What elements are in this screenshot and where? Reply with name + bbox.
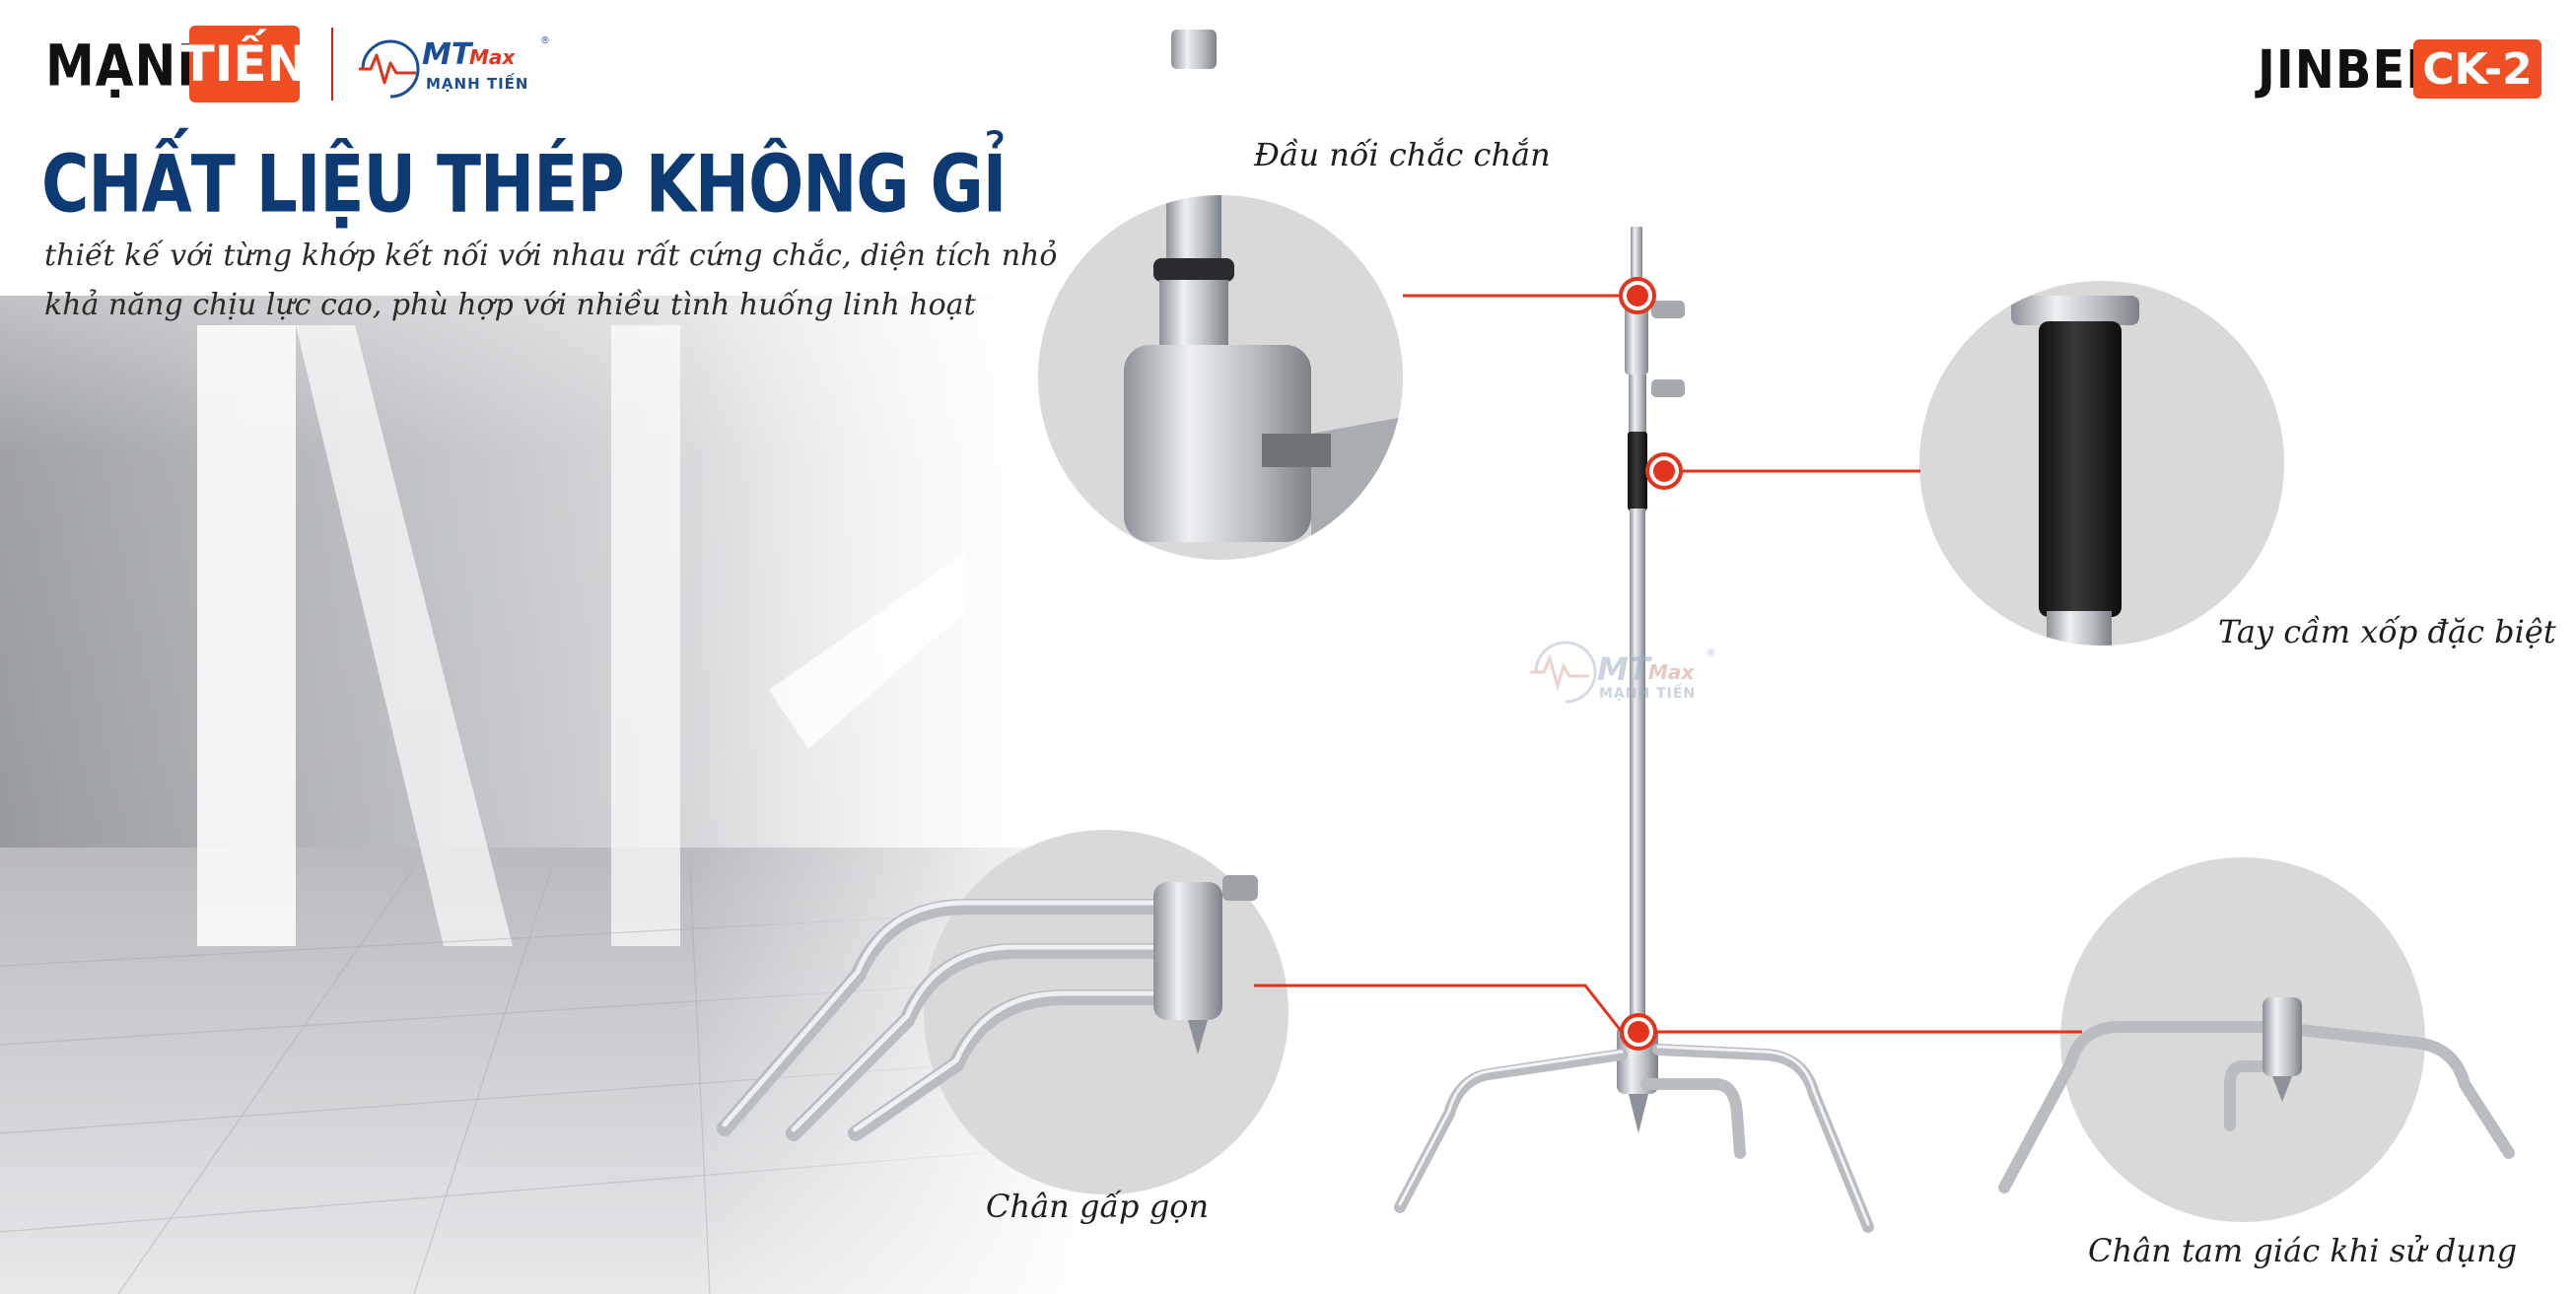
detail-circle-folding-legs — [717, 830, 1288, 1194]
watermark-swoosh-icon — [1530, 641, 1597, 704]
logo-registered: ® — [540, 35, 550, 46]
product-model-badge: CK-2 — [2413, 39, 2541, 99]
callout-label-connector: Đầu nối chắc chắn — [1254, 136, 1551, 173]
headline: CHẤT LIỆU THÉP KHÔNG GỈ — [41, 138, 1007, 231]
watermark-sub: MẠNH TIẾN — [1599, 686, 1697, 702]
watermark-registered: ® — [1706, 647, 1716, 659]
callout-label-folding-legs: Chân gấp gọn — [986, 1188, 1210, 1225]
product-model: CK-2 — [2422, 43, 2533, 95]
logo-swoosh-icon — [359, 39, 420, 99]
watermark-max: Max — [1648, 660, 1695, 684]
brand-word-2-badge: TIẾN — [181, 26, 308, 102]
description-line-1: thiết kế với từng khớp kết nối với nhau … — [44, 238, 1058, 273]
detail-circle-tripod-legs — [1998, 857, 2515, 1222]
product-name: JINBEI — [2258, 38, 2425, 102]
callout-lines — [1254, 294, 2082, 1034]
main-c-stand — [1394, 227, 1874, 1233]
logo-main: MT — [422, 37, 472, 72]
logo-sub: MẠNH TIẾN — [426, 75, 529, 93]
callout-label-tripod-legs: Chân tam giác khi sử dụng — [2088, 1232, 2518, 1269]
detail-circle-grip — [1919, 281, 2284, 646]
description-line-2: khả năng chịu lực cao, phù hợp với nhiều… — [44, 288, 976, 322]
brand-word-1: MẠNH — [45, 33, 220, 100]
callout-label-grip: Tay cầm xốp đặc biệt — [2218, 613, 2556, 650]
mtmax-logo: MT Max ® MẠNH TIẾN — [353, 30, 560, 108]
brand-divider — [331, 28, 333, 101]
brand-word-2: TIẾN — [180, 35, 309, 93]
callout-dots — [1619, 277, 1683, 1051]
logo-max: Max — [469, 45, 516, 69]
watermark-main: MT — [1597, 650, 1650, 688]
detail-circle-connector — [1038, 30, 1403, 560]
